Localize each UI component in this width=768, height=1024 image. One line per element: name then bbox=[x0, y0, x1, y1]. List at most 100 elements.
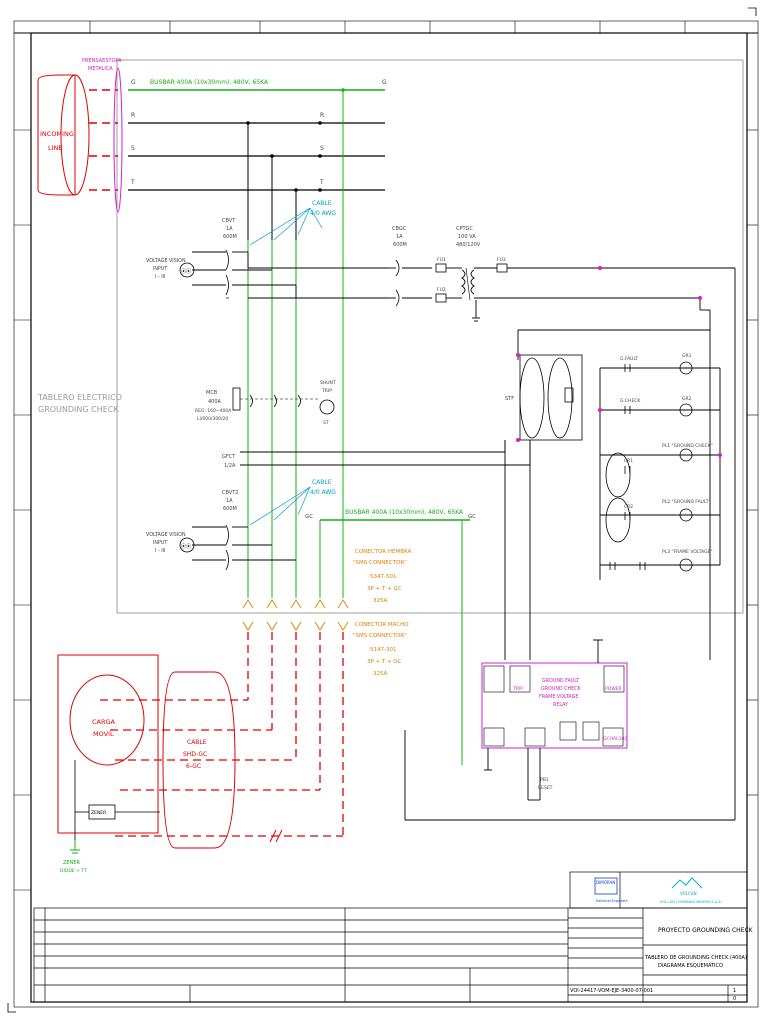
incoming-label-2: LINE bbox=[48, 144, 63, 152]
logo-right: VOLCAN VOLCAN COMPAÑIA MINERA S.A.A. bbox=[660, 877, 722, 904]
gland: PRENSAESTOPA METALICA bbox=[82, 58, 123, 213]
grid-ticks bbox=[14, 21, 758, 891]
title-block bbox=[33, 871, 748, 1003]
phase-g-left: G bbox=[131, 79, 136, 86]
hembra-5: 325A bbox=[373, 598, 387, 604]
cbgc-rating: 1A bbox=[396, 234, 403, 240]
cbvt2-ka: 600M bbox=[223, 506, 237, 512]
shunt-3: ST bbox=[323, 420, 329, 426]
connector-hembra: CONECTOR HEMBRA "SMS CONNECTOR" 5347-501… bbox=[242, 549, 412, 631]
crop-marks bbox=[7, 7, 757, 1013]
relay-gr2: GR2 bbox=[682, 396, 692, 402]
cable-shd-1: CABLE bbox=[187, 739, 207, 746]
relay-cr2: CR2 bbox=[624, 504, 633, 510]
pilot-fvolt: PL3 "FRAME VOLTAGE" bbox=[662, 549, 713, 555]
zener-box: ZENER bbox=[91, 810, 106, 816]
trailing-cable-conductors bbox=[100, 632, 344, 837]
logo-left-2: Electrical Engineers bbox=[596, 899, 628, 903]
hembra-1: CONECTOR HEMBRA bbox=[355, 549, 412, 555]
connector-macho: CONECTOR MACHO "SMS CONNECTOR" 5147-301 … bbox=[353, 622, 409, 677]
fu1-label: FU1 bbox=[437, 257, 446, 263]
cable-callout-upper: CABLE 4/0 AWG bbox=[249, 200, 336, 246]
macho-5: 325A bbox=[373, 671, 387, 677]
reset-2: RESET bbox=[538, 785, 553, 791]
cbvt2-rating: 1A bbox=[226, 498, 233, 504]
pilot-gcheck: PL1 "GROUND CHECK" bbox=[662, 443, 713, 449]
relay-gr1: GR1 bbox=[682, 353, 692, 359]
logo-left: DIMORAN Electrical Engineers bbox=[594, 877, 628, 903]
drawing-title-2: DIAGRAMA ESQUEMATICO bbox=[658, 963, 723, 969]
vv-lower-2: INPUT bbox=[153, 540, 167, 546]
board-title-line1: TABLERO ELECTRICO bbox=[37, 393, 122, 402]
hembra-2: "SMS CONNECTOR" bbox=[353, 560, 407, 566]
relay-ladder: G.FAULT G.CHECK CR1 CR2 GR1 GR2 PL1 "GRO… bbox=[605, 353, 713, 572]
macho-2: "SMS CONNECTOR" bbox=[353, 633, 407, 639]
logo-right-2: VOLCAN COMPAÑIA MINERA S.A.A. bbox=[660, 899, 722, 904]
gfct-tag: GFCT bbox=[222, 454, 236, 460]
fu2-label: FU2 bbox=[437, 287, 446, 293]
gland-label-1: PRENSAESTOPA bbox=[82, 58, 122, 64]
hembra-3: 5347-501 bbox=[370, 574, 396, 580]
relay-trip: TRIP bbox=[512, 686, 523, 692]
relay-text-4: RELAY bbox=[553, 702, 568, 708]
vv-upper-3: I - III bbox=[155, 274, 165, 280]
breaker-cbvt2: CBVT2 1A 600M bbox=[192, 490, 296, 571]
cpt-va: 100 VA bbox=[458, 234, 476, 240]
busbar-g: BUSBAR 400A (10x30mm), 480V, 65KA bbox=[128, 79, 385, 91]
relay-model: GCHAL100 bbox=[603, 736, 627, 742]
svg-text:⦿⦿: ⦿⦿ bbox=[181, 544, 191, 550]
mcb-rating: 400A bbox=[208, 399, 222, 405]
phase-t-left: T bbox=[130, 179, 135, 186]
svg-text:⦿⦿: ⦿⦿ bbox=[181, 269, 191, 275]
gfct-rating: 1/2A bbox=[224, 463, 236, 469]
cbgc-tag: CBGC bbox=[392, 226, 407, 232]
busbar-top-label: BUSBAR 400A (10x30mm), 480V, 65KA bbox=[150, 79, 269, 86]
pilot-gfault: PL2 "GROUND FAULT" bbox=[662, 499, 711, 505]
incoming-line-symbol: INCOMING LINE bbox=[37, 74, 90, 196]
incoming-label-1: INCOMING bbox=[40, 130, 74, 138]
breaker-cbgc: CBGC 1A 600M bbox=[390, 226, 432, 307]
cable-upper-1: CABLE bbox=[312, 200, 332, 207]
board-title-line2: GROUNDING CHECK bbox=[38, 405, 119, 414]
stf-label: STF bbox=[505, 396, 514, 402]
board-enclosure bbox=[116, 59, 744, 614]
hembra-4: 3P + T + GC bbox=[367, 586, 402, 592]
mcb-reg: REG. 160~400A bbox=[195, 408, 232, 414]
relay-text-1: GROUND FAULT bbox=[542, 678, 579, 684]
bus-taps bbox=[246, 88, 345, 192]
drawing-title-1: TABLERO DE GROUNDING CHECK (400A) bbox=[644, 955, 747, 961]
cable-lower-1: CABLE bbox=[312, 479, 332, 486]
shunt-1: SHUNT bbox=[320, 380, 336, 386]
voltage-input-lower: ⦿⦿ VOLTAGE VISION INPUT I - III bbox=[146, 532, 195, 554]
control-wiring bbox=[404, 267, 736, 821]
trailing-cable: CABLE SHD-GC 6-GC bbox=[162, 671, 283, 849]
macho-3: 5147-301 bbox=[370, 647, 396, 653]
cpt-volt: 480/120V bbox=[456, 242, 481, 248]
carga-1: CARGA bbox=[92, 718, 116, 726]
sheet-number: 1 bbox=[733, 988, 736, 994]
fuses-cpt: FU1 FU2 FU3 CPTGC 100 VA 480/120V bbox=[435, 226, 700, 322]
cable-callout-lower: CABLE 4/0 AWG bbox=[249, 479, 336, 526]
zener-label-1: ZENER bbox=[63, 860, 80, 866]
vv-lower-1: VOLTAGE VISION bbox=[146, 532, 186, 538]
carga-2: MOVIL bbox=[93, 730, 114, 738]
load-carga-movil: CARGA MOVIL ZENER ZENER DIODE + TT bbox=[57, 654, 160, 874]
phase-letters: G R S T G R S T bbox=[130, 79, 387, 186]
cable-upper-2: 4/0 AWG bbox=[310, 210, 336, 217]
vv-upper-1: VOLTAGE VISION bbox=[146, 258, 186, 264]
cable-shd-3: 6-GC bbox=[186, 763, 201, 770]
cbvt2-tag: CBVT2 bbox=[222, 490, 238, 496]
relay-power: POWER bbox=[605, 686, 622, 692]
phase-t-right: T bbox=[319, 179, 324, 186]
breaker-cbvt1: CBVT 1A 600M bbox=[192, 218, 390, 299]
voltage-input-upper: ⦿⦿ VOLTAGE VISION INPUT I - III bbox=[146, 258, 195, 280]
relay-gcheck: G.CHECK bbox=[620, 398, 641, 404]
phase-g-right: G bbox=[382, 79, 387, 86]
ground-fault-relay: GROUND FAULT GROUND CHECK FRAME VOLTAGE … bbox=[481, 639, 628, 801]
gc-right: GC bbox=[468, 514, 476, 520]
busbar-gc-label: BUSBAR 400A (10x30mm), 480V, 65KA bbox=[345, 509, 464, 516]
shunt-2: TRIP bbox=[321, 388, 332, 394]
cable-shd-2: SHD-GC bbox=[183, 751, 207, 758]
relay-text-2: GROUND CHECK bbox=[541, 686, 581, 692]
cable-lower-2: 4/0 AWG bbox=[310, 489, 336, 496]
